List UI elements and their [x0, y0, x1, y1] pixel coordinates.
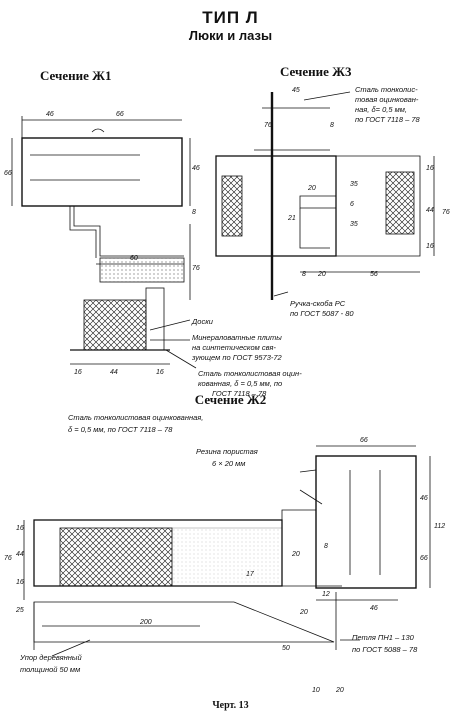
dim-label: 46 — [46, 111, 54, 118]
dim-label: 44 — [426, 207, 434, 214]
note-line: Сталь тонколис- — [355, 85, 418, 94]
handle-note: Ручка-скоба РС по ГОСТ 5087 - 80 — [290, 299, 354, 318]
note-line: δ = 0,5 мм, по ГОСТ 7118 – 78 — [68, 425, 173, 434]
dim-label: 8 — [330, 122, 334, 129]
zh3-dimensions: 45 76 8 20 35 6 35 21 16 44 16 76 8 20 5… — [264, 87, 450, 278]
dim-label: 46 — [370, 605, 378, 612]
zh1-dimensions: 46 66 66 46 8 76 60 16 44 16 — [4, 111, 200, 376]
dim-label: 60 — [130, 255, 138, 262]
section-zh2-drawing — [23, 445, 431, 650]
note-line: 6 × 20 мм — [212, 459, 245, 468]
dim-label: 46 — [420, 495, 428, 502]
note-line: Петля ПН1 – 130 — [352, 633, 415, 642]
dim-label: 66 — [360, 437, 368, 444]
dim-label: 76 — [192, 265, 200, 272]
dim-label: 50 — [282, 645, 290, 652]
dim-label: 20 — [291, 551, 300, 558]
note-line: по ГОСТ 7118 – 78 — [355, 115, 421, 124]
dim-label: 35 — [350, 181, 358, 188]
dim-label: 200 — [139, 619, 152, 626]
dim-label: 66 — [116, 111, 124, 118]
section-zh1-drawing — [11, 116, 191, 365]
dim-label: 21 — [287, 215, 296, 222]
section-zh2-label: Сечение Ж2 — [194, 392, 267, 407]
dim-label: 20 — [335, 687, 344, 694]
section-zh1-label: Сечение Ж1 — [40, 68, 112, 83]
dim-label: 8 — [302, 271, 306, 278]
dim-label: 46 — [192, 165, 200, 172]
note-line: Упор деревянный — [19, 653, 82, 662]
dim-label: 16 — [426, 165, 434, 172]
zh3-steel-note: Сталь тонколис- товая оцинкован- ная, δ=… — [355, 85, 421, 124]
dim-label: 8 — [192, 209, 196, 216]
note-line: товая оцинкован- — [355, 95, 419, 104]
zh2-dimensions: 66 46 112 66 16 44 16 76 20 8 17 12 20 4… — [4, 437, 445, 694]
dim-label: 16 — [156, 369, 164, 376]
note-line: кованная, δ = 0,5 мм, по — [198, 379, 282, 388]
dim-label: 76 — [264, 122, 272, 129]
section-zh3-drawing — [215, 92, 435, 300]
note-line: Сталь тонколистовая оцинкованная, — [68, 413, 203, 422]
dim-label: 112 — [434, 523, 445, 530]
dim-label: 66 — [4, 170, 12, 177]
dim-label: 12 — [322, 591, 330, 598]
dim-label: 16 — [426, 243, 434, 250]
dim-label: 16 — [16, 525, 24, 532]
dim-label: 44 — [16, 551, 24, 558]
note-line: Сталь тонколистовая оцин- — [198, 369, 302, 378]
dim-label: 20 — [299, 609, 308, 616]
section-zh3-label: Сечение Ж3 — [280, 64, 352, 79]
dim-label: 20 — [317, 271, 326, 278]
drawing-title: ТИП Л — [202, 8, 259, 27]
note-line: толщиной 50 мм — [20, 665, 80, 674]
dim-label: 44 — [110, 369, 118, 376]
dim-label: 20 — [307, 185, 316, 192]
note-boards: Доски — [191, 317, 214, 326]
note-line: ная, δ= 0,5 мм, — [355, 105, 407, 114]
dim-label: 17 — [246, 571, 255, 578]
zh1-notes: Доски Минераловатные плиты на синтетичес… — [191, 317, 302, 398]
dim-label: 76 — [4, 555, 12, 562]
note-line: Минераловатные плиты — [192, 333, 282, 342]
dim-label: 16 — [74, 369, 82, 376]
note-line: зующем по ГОСТ 9573-72 — [191, 353, 283, 362]
dim-label: 76 — [442, 209, 450, 216]
dim-label: 35 — [350, 221, 358, 228]
note-line: по ГОСТ 5087 - 80 — [290, 309, 354, 318]
note-line: Ручка-скоба РС — [290, 299, 346, 308]
dim-label: 10 — [312, 687, 320, 694]
figure-caption: Черт. 13 — [212, 700, 249, 711]
dim-label: 66 — [420, 555, 428, 562]
dim-label: 6 — [350, 201, 354, 208]
dim-label: 16 — [16, 579, 24, 586]
note-line: ГОСТ 7118 – 78 — [212, 389, 267, 398]
note-line: на синтетическом свя- — [192, 343, 276, 352]
dim-label: 25 — [15, 607, 24, 614]
dim-label: 56 — [370, 271, 378, 278]
note-line: Резина пористая — [196, 447, 258, 456]
dim-label: 45 — [292, 87, 300, 94]
zh2-notes: Сталь тонколистовая оцинкованная, δ = 0,… — [19, 413, 418, 674]
drawing-subtitle: Люки и лазы — [188, 28, 273, 43]
dim-label: 8 — [324, 543, 328, 550]
note-line: по ГОСТ 5088 – 78 — [352, 645, 418, 654]
